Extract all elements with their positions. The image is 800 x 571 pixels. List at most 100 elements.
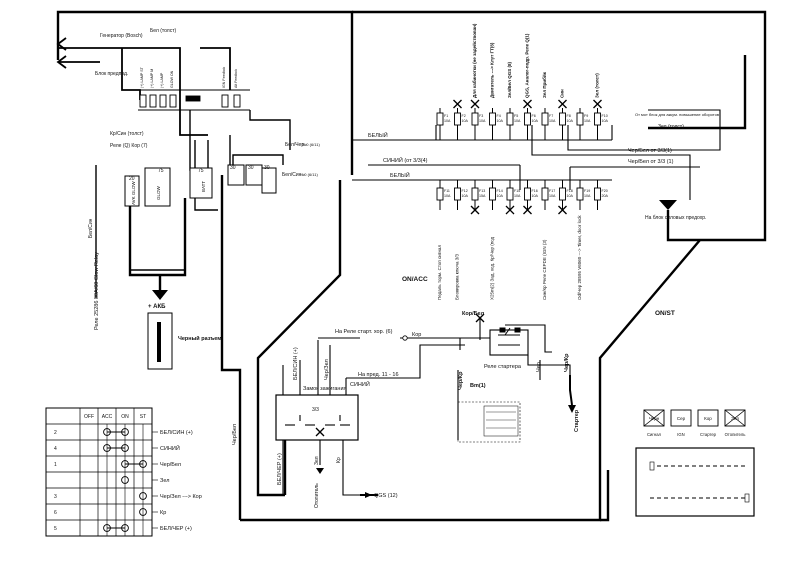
fuse-f9 (576, 112, 584, 126)
power-block-arrow-icon (659, 200, 677, 210)
dashed-panel-marker-1 (649, 461, 655, 471)
fuse-amp-label: 10A (584, 119, 591, 123)
legend: ЧернСигналСерIGNКорСтартерЗелОтопитель (643, 409, 747, 437)
fuse-amp-label: 10A (549, 194, 556, 198)
legend-label: IGN (677, 432, 684, 437)
fuse-id-label: F19 (584, 189, 590, 193)
relay-30c-label: 30 (264, 165, 270, 171)
bel-chr-num: №0 (6/11) (302, 142, 320, 147)
fuse-amp-label: 10A (444, 119, 451, 123)
fuse-f20 (594, 187, 601, 201)
fuse-id-label: F4 (497, 114, 501, 118)
generator-label: Генератор (Bosch) (100, 33, 143, 39)
chr-kr-left-label: Чер/Кр (458, 371, 464, 390)
relay-75b-label: 75 (198, 168, 204, 174)
glow-relay-caption: Реле 25286 80A/60 Glow Relay (94, 252, 100, 330)
kr-sin-label: Кр/Син (толст) (110, 131, 144, 137)
switch-table-header: ACC (102, 414, 113, 420)
fuse-unused-x-icon (558, 205, 567, 215)
rele-start-label: На Реле старт. хор. (6) (335, 329, 393, 335)
fuse-id-label: F2 (462, 114, 466, 118)
fuse-f16 (524, 187, 531, 201)
fuse-amp-label: 10A (497, 119, 504, 123)
main-harness (56, 10, 767, 522)
fuse-id-label: F1 (444, 114, 448, 118)
bel-chr-top-label: Бел/Чер (285, 142, 304, 148)
legend-swatch (697, 409, 719, 427)
switch-pin-label: 6 (54, 510, 57, 516)
fuse-amp-label: 10A (462, 194, 469, 198)
fuse-amp-label: 10A (532, 119, 539, 123)
remote-module-outline (457, 401, 521, 443)
kor-bel-label: Кор/Бел (462, 311, 485, 317)
fuse-id-label: F5 (514, 114, 518, 118)
fuse-caption: Блокировка ключа 3/3 (455, 253, 460, 300)
fuse-unused-x-icon (523, 99, 532, 109)
small-fuse-label: (+) LAMP (160, 72, 164, 88)
fuse-amp-label: 10A (602, 119, 609, 123)
fuse-caption: Для кабинотки (не задействован) (471, 23, 477, 98)
fuse-caption: Зел Прибйк (541, 71, 547, 98)
switch-table-header: ON (121, 414, 129, 420)
fuse-unused-x-icon (470, 205, 480, 215)
fuse-amp-label: 10A (514, 119, 521, 123)
power-block-label: На блок силовых предохр. (645, 215, 706, 221)
switch-pin-label: 2 (54, 430, 57, 436)
starter-arrow-icon (568, 405, 576, 413)
na-pred-label: На пред. 11 - 16 (358, 372, 399, 378)
fuse-f17 (541, 187, 549, 201)
batt-label: BATT (201, 181, 206, 192)
small-fuse-label: GLOW ON (170, 70, 174, 88)
zel-label: Зел (314, 456, 320, 465)
small-fuse-block (138, 89, 250, 111)
fuse-f11 (436, 187, 444, 201)
fuse-amp-label: 10A (444, 194, 451, 198)
small-fuse-label: Alt Feedbck (234, 69, 238, 88)
sin-wire-label: СИНИЙ (350, 380, 370, 388)
fuse-f18 (559, 187, 566, 201)
fuse-id-label: F7 (549, 114, 553, 118)
fuse-id-label: F6 (532, 114, 536, 118)
legend-x-icon (643, 409, 665, 427)
switch-table-header: ST (140, 414, 146, 420)
starter-relay-contacts (498, 327, 521, 346)
fuse-f1 (436, 112, 444, 126)
fuse-amp-label: 10A (532, 194, 539, 198)
lock-x-icon (315, 427, 325, 437)
legend-label: Сигнал (647, 432, 662, 437)
avk-glow-label: AVK GLOW (131, 181, 136, 205)
fuse-id-label: F16 (532, 189, 538, 193)
legend-swatch-label: Сер (677, 416, 686, 421)
legend-x-icon (724, 409, 746, 427)
fuse-bottom-bus-label: БЕЛЫЙ (390, 171, 410, 179)
fuse-amp-label: 15A (479, 194, 486, 198)
fuse-unused-x-icon (453, 99, 462, 109)
fuse-unused-x-icon (593, 99, 602, 109)
fuse-caption: Od/Чер 28595 V6060 ---> Timer, door lock (577, 215, 582, 300)
fuse-amp-label: 10A (514, 194, 521, 198)
generator-wiring (56, 37, 231, 136)
fuse-id-label: F12 (462, 189, 468, 193)
fuse-top-bus-label: БЕЛЫЙ (368, 131, 388, 139)
zel-tolst-label: Зел (толст) (658, 124, 684, 130)
qgs-arrow-icon (365, 492, 372, 498)
fuse-id-label: F15 (514, 189, 520, 193)
starter-relay-label: Реле стартера (484, 364, 522, 370)
fuse-id-label: F18 (567, 189, 573, 193)
relay-75-label: 75 (158, 168, 164, 174)
fuse-caption: Син (560, 89, 565, 98)
legend-label: Отопитель (725, 432, 747, 437)
white-thick-label: Бел (толст) (150, 28, 176, 34)
fuse-amp-label: 10A (567, 119, 574, 123)
sin-label: СИНИЙ (от 3/3(4) (383, 156, 428, 164)
switch-pin-label: 4 (54, 446, 57, 452)
fuse-caption: Педаль торм. Стоп сигнал (437, 245, 442, 300)
otopitel-label: Отопитель (314, 483, 320, 508)
fuse-amp-label: 10A (549, 119, 556, 123)
fuse-unused-x-icon (505, 205, 515, 215)
glow-label: GLOW (156, 185, 161, 200)
fuse-id-label: F17 (549, 189, 555, 193)
bel-chr-plus-label: БЕЛ/ЧЕР (+) (277, 453, 283, 485)
lock-33-label: 3/3 (312, 407, 319, 413)
fuse-amp-label: 10A (584, 194, 591, 198)
